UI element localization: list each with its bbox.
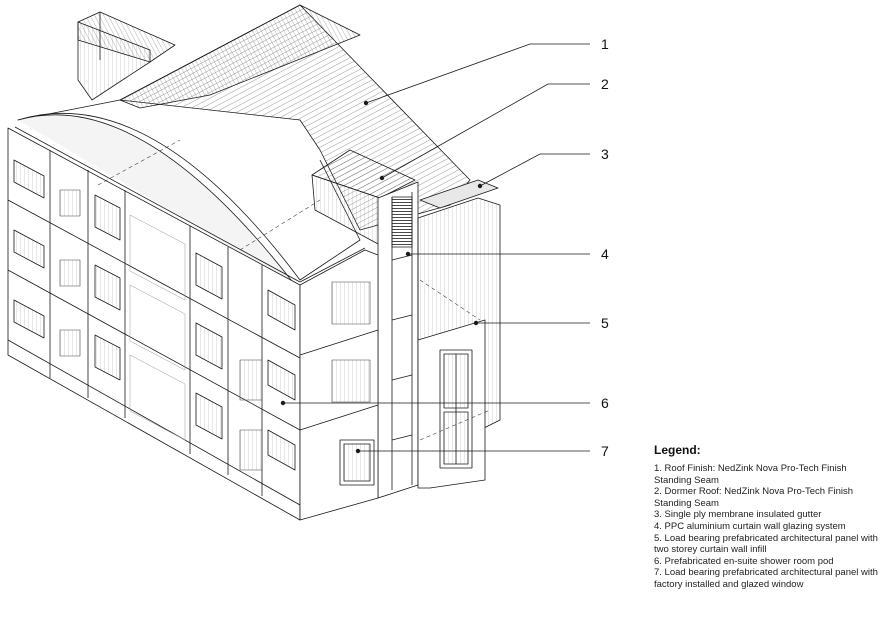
legend-item-2: 2. Dormer Roof: NedZink Nova Pro-Tech Fi… [654,486,854,509]
callout-5: 5 [601,315,609,331]
legend-item-7: 7. Load bearing prefabricated architectu… [654,567,878,590]
legend-item-5: 5. Load bearing prefabricated architectu… [654,532,878,556]
leader-1 [363,43,590,106]
gable-facade [59,189,379,521]
callout-1: 1 [601,36,609,52]
glazed-window [339,439,375,486]
callout-4: 4 [601,246,609,262]
legend-item-4: 4. PPC aluminium curtain wall glazing sy… [654,520,846,532]
front-facade [7,127,301,521]
legend-title: Legend: [654,443,701,457]
leader-3 [477,153,590,189]
leader-5 [473,320,590,326]
callout-6: 6 [601,395,609,411]
callout-7: 7 [601,443,609,459]
callout-3: 3 [601,146,609,162]
leader-4 [405,251,590,257]
legend-item-6: 6. Prefabricated en-suite shower room po… [654,555,834,567]
dormer-roof [311,149,416,246]
leader-2 [379,83,590,181]
callout-2: 2 [601,76,609,92]
legend-item-1: 1. Roof Finish: NedZink Nova Pro-Tech Fi… [654,463,847,486]
legend: Legend: 1. Roof Finish: NedZink Nova Pro… [654,443,880,591]
leader-6 [280,400,590,406]
legend-item-3: 3. Single ply membrane insulated gutter [654,509,822,521]
leader-7 [355,448,590,454]
shower-pod [59,189,371,471]
rear-dormer [77,11,176,101]
architectural-panel [417,319,486,489]
